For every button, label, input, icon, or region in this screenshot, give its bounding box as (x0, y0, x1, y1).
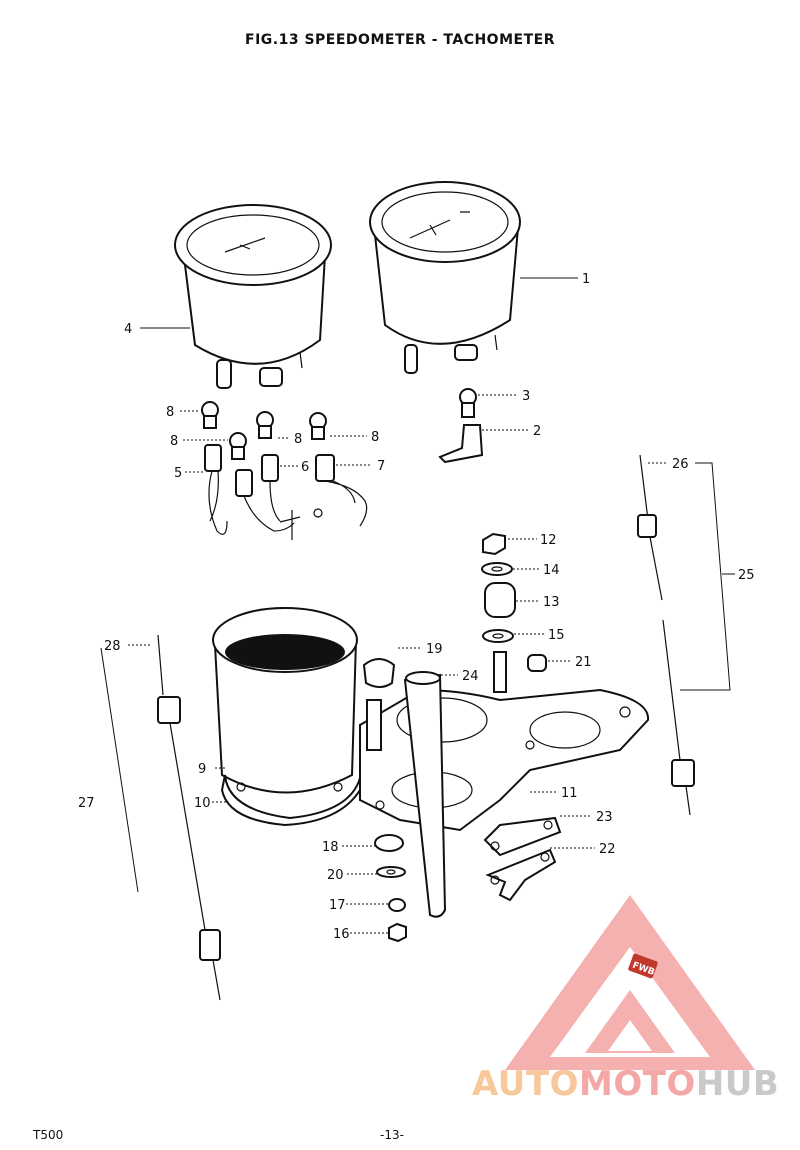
callout-3: 3 (522, 389, 530, 404)
callout-14: 14 (543, 563, 560, 578)
callout-9: 9 (198, 762, 206, 777)
watermark-moto: MOTO (578, 1064, 696, 1104)
figure-title: FIG.13 SPEEDOMETER - TACHOMETER (245, 32, 555, 48)
callout-25: 25 (738, 568, 755, 583)
callout-6: 6 (301, 460, 309, 475)
callout-21: 21 (575, 655, 592, 670)
callout-13: 13 (543, 595, 560, 610)
callout-16: 16 (333, 927, 350, 942)
leader-lines (100, 277, 735, 934)
callout-22: 22 (599, 842, 616, 857)
callout-8: 8 (170, 434, 178, 449)
callout-1: 1 (582, 272, 590, 287)
callout-17: 17 (329, 898, 346, 913)
callout-26: 26 (672, 457, 689, 472)
callout-27: 27 (78, 796, 95, 811)
lamp-plates (483, 816, 562, 902)
callout-18: 18 (322, 840, 339, 855)
fasteners (362, 532, 547, 943)
callout-15: 15 (548, 628, 565, 643)
callout-7: 7 (377, 459, 385, 474)
gauge-left (174, 204, 332, 389)
callout-5: 5 (174, 466, 182, 481)
callout-28: 28 (104, 639, 121, 654)
callout-10: 10 (194, 796, 211, 811)
callout-23: 23 (596, 810, 613, 825)
callout-2: 2 (533, 424, 541, 439)
gauge-right (369, 181, 521, 374)
page-number: -13- (380, 1128, 404, 1142)
callout-8: 8 (294, 432, 302, 447)
automotohub-logo: FWB (505, 895, 755, 1070)
watermark-hub: HUB (695, 1064, 780, 1104)
watermark-auto: AUTO (472, 1064, 579, 1104)
watermark-text: AUTOMOTOHUB (472, 1064, 779, 1104)
callout-19: 19 (426, 642, 443, 657)
callout-20: 20 (327, 868, 344, 883)
callout-8: 8 (371, 430, 379, 445)
case-housing (212, 607, 361, 827)
tachometer-cable (637, 454, 695, 816)
callout-11: 11 (561, 786, 578, 801)
callout-8: 8 (166, 405, 174, 420)
callout-24: 24 (462, 669, 479, 684)
bulbs-and-sockets (201, 388, 484, 540)
speedometer-cable (157, 634, 221, 1001)
mounting-bracket (359, 671, 650, 918)
callout-12: 12 (540, 533, 557, 548)
model-code: T500 (33, 1128, 64, 1142)
callout-labels: 1 4 8 8 8 8 5 6 7 3 2 26 25 12 14 13 15 … (78, 272, 755, 942)
callout-4: 4 (124, 322, 132, 337)
